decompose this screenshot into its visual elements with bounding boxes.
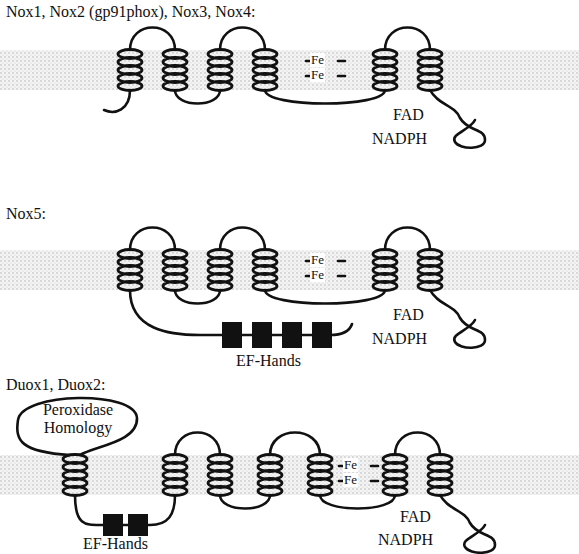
helix-coil [118,250,142,291]
extracellular-loop [385,28,430,51]
domain-label: EF-Hands [236,352,301,370]
helix-coil [163,250,187,291]
intracellular-loop [320,495,395,509]
c-terminal-tail [440,495,495,553]
ef-hand-block [222,322,242,348]
membrane-band [0,455,579,495]
intracellular-loop [265,290,385,304]
c-terminal-tail [430,290,485,348]
heme-bond [338,275,345,278]
domain-label: NADPH [372,130,427,148]
helix-coil [373,50,397,91]
group-heading: Nox5: [6,205,46,223]
extracellular-loop [220,28,265,51]
membrane-band [0,50,579,90]
group-heading: Nox1, Nox2 (gp91phox), Nox3, Nox4: [6,3,255,21]
extracellular-loop [130,28,175,51]
ef-hand-loop [75,495,175,525]
helix-coil [258,455,282,496]
helix-coil [208,250,232,291]
helix-coil [308,455,332,496]
domain-label: FAD [393,306,424,324]
ef-hand-block [252,322,272,348]
helix-coil [383,455,407,496]
extracellular-loop [220,228,265,251]
domain-label: EF-Hands [83,535,148,553]
intracellular-loop [220,495,270,509]
intracellular-loop [175,90,220,104]
helix-coil [208,50,232,91]
iron-label: Fe [343,458,358,472]
helix-coil [253,50,277,91]
intracellular-loop [175,290,220,304]
heme-bond [338,60,345,63]
c-terminal-tail [430,90,485,148]
group-heading: Duox1, Duox2: [6,376,106,394]
heme-bond [371,480,378,483]
helix-coil [418,50,442,91]
heme-bond [371,465,378,468]
ef-hand-block [282,322,302,348]
extracellular-loop [270,433,320,456]
helix-coil [208,455,232,496]
helix-coil [373,250,397,291]
extracellular-loop [385,228,430,251]
membrane-band [0,250,579,290]
iron-label: Fe [310,53,325,67]
domain-label: Peroxidase Homology [28,401,128,436]
domain-label: FAD [400,508,431,526]
iron-label: Fe [310,253,325,267]
peroxidase-domain [17,398,137,455]
extracellular-loop [395,433,440,456]
heme-bond [338,75,345,78]
iron-label: Fe [310,68,325,82]
helix-coil [63,455,87,496]
helix-coil [118,50,142,91]
heme-bond [338,260,345,263]
domain-label: NADPH [372,330,427,348]
domain-label: NADPH [378,531,433,549]
iron-label: Fe [310,268,325,282]
helix-coil [163,455,187,496]
intracellular-loop [265,90,385,104]
n-terminus [104,90,130,112]
ef-hand-block [103,514,123,536]
helix-coil [163,50,187,91]
ef-hand-block [128,514,148,536]
helix-coil [253,250,277,291]
domain-label: FAD [393,106,424,124]
extracellular-loop [175,433,220,456]
iron-label: Fe [343,473,358,487]
extracellular-loop [130,228,175,251]
helix-coil [418,250,442,291]
ef-hand-block [312,322,332,348]
helix-coil [428,455,452,496]
